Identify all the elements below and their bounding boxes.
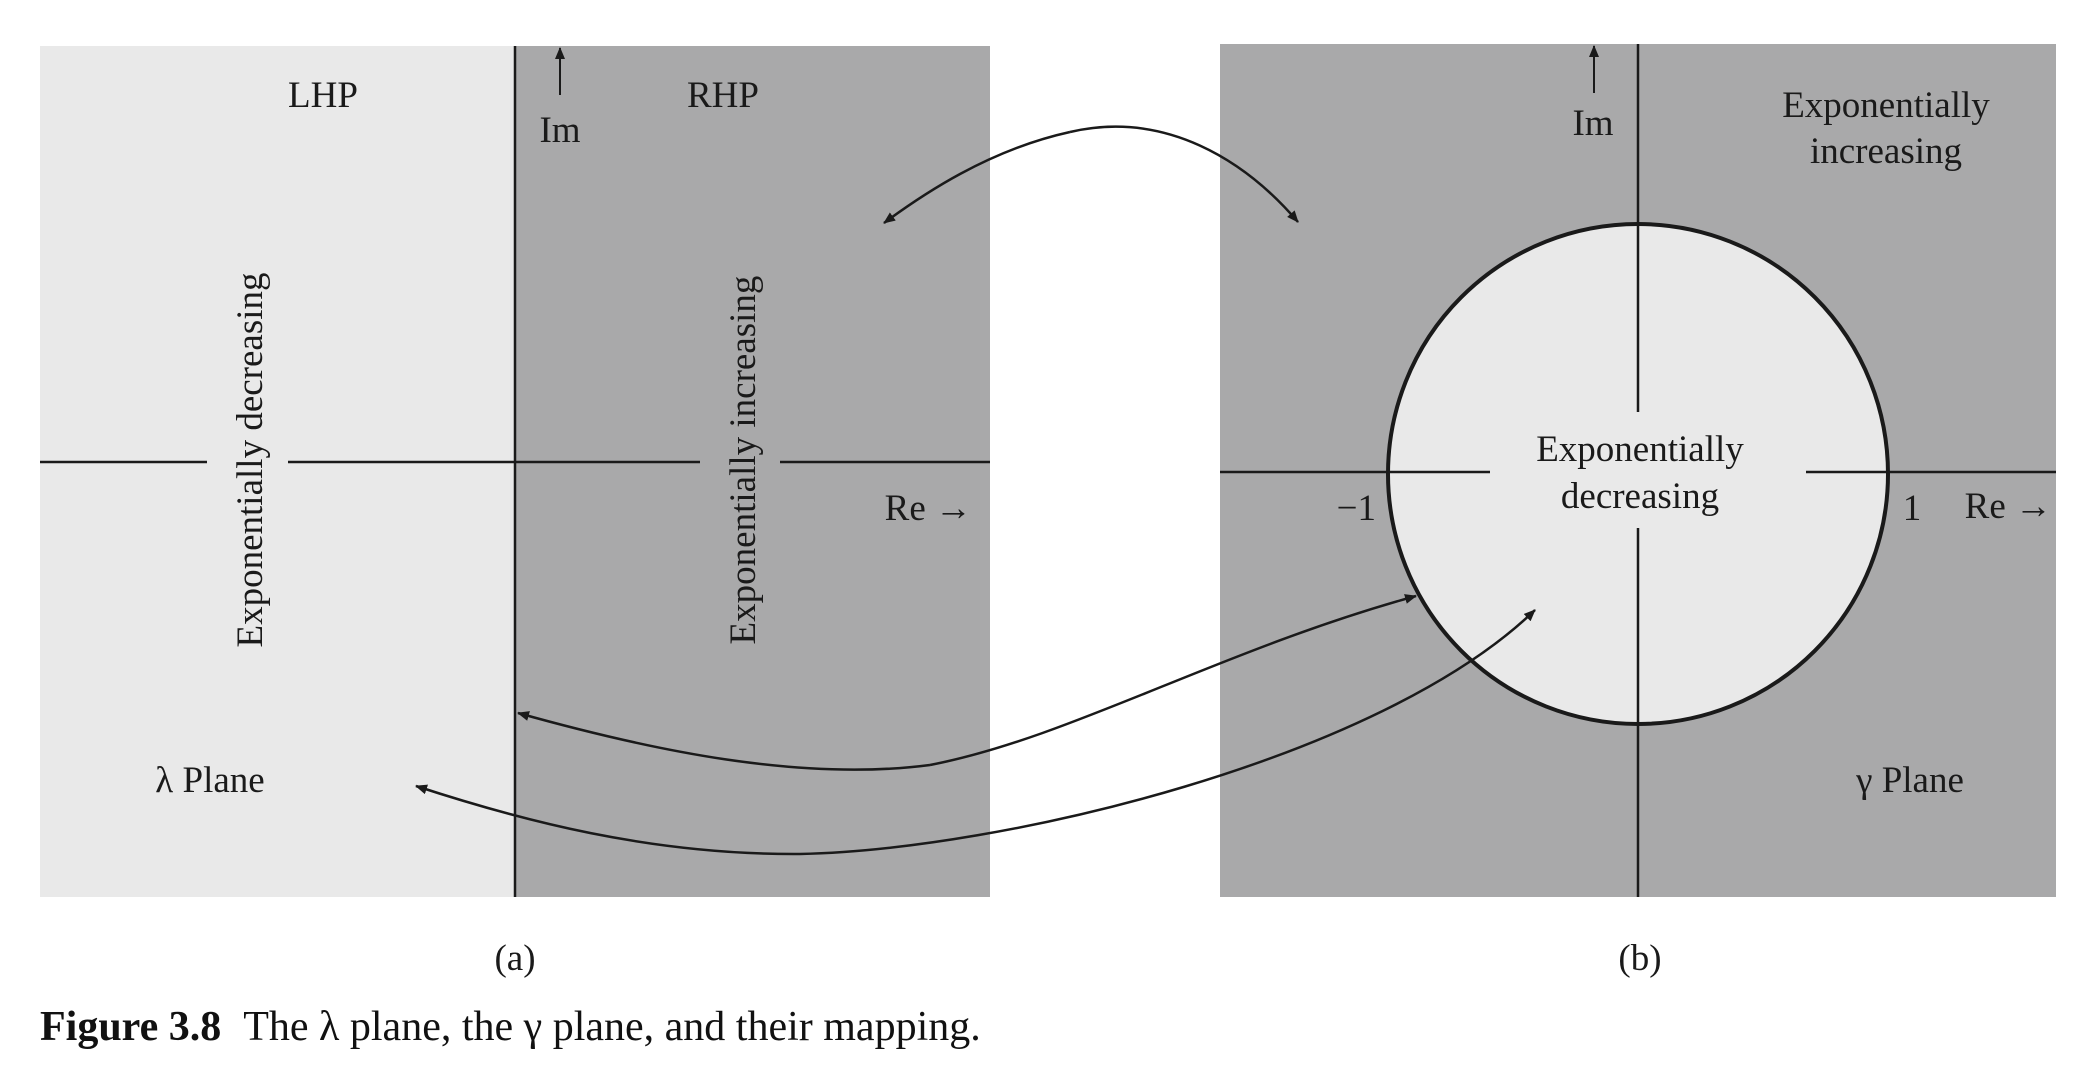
lhp-to-inside-arrow — [799, 609, 1536, 856]
inside-to-lhp-arrow — [415, 784, 801, 856]
rhp-region-label: Exponentially increasing — [723, 276, 764, 645]
gamma-inside-label-line2: decreasing — [1561, 476, 1719, 517]
lambda-re-label: Re → — [885, 488, 972, 529]
outside-to-rhp-arrow — [883, 130, 1071, 225]
rhp-to-outside-arrow — [1069, 125, 1299, 223]
gamma-plane-panel: Im Re → −1 1 Exponentially increasing Ex… — [1220, 44, 2056, 897]
panel-b-sublabel: (b) — [1618, 938, 1661, 979]
gamma-inside-label-line1: Exponentially — [1536, 429, 1744, 470]
minus-one-label: −1 — [1337, 488, 1376, 529]
circle-to-imaginary-axis-arrow — [517, 711, 931, 771]
lambda-plane-label: λ Plane — [155, 760, 264, 801]
lhp-region — [40, 46, 515, 897]
lambda-plane-panel: LHP RHP Im Re → Exponentially decreasing… — [40, 46, 990, 897]
gamma-outside-label-line1: Exponentially — [1782, 85, 1990, 126]
rhp-region — [515, 46, 990, 897]
rhp-label: RHP — [687, 75, 759, 116]
gamma-plane-label: γ Plane — [1855, 760, 1964, 801]
figure-caption-text: The λ plane, the γ plane, and their mapp… — [243, 1004, 981, 1050]
one-label: 1 — [1903, 488, 1922, 529]
figure-number: Figure 3.8 — [40, 1004, 222, 1050]
mapping-arrows — [415, 125, 1536, 856]
figure-caption: Figure 3.8 The λ plane, the γ plane, and … — [40, 1003, 981, 1051]
gamma-re-label: Re → — [1965, 486, 2052, 527]
lhp-label: LHP — [288, 75, 358, 116]
gamma-outside-label-line2: increasing — [1810, 131, 1962, 172]
imaginary-axis-to-circle-arrow — [929, 594, 1417, 767]
lhp-region-label: Exponentially decreasing — [230, 272, 271, 647]
lambda-im-label: Im — [539, 110, 580, 151]
gamma-im-label: Im — [1572, 103, 1613, 144]
panel-a-sublabel: (a) — [494, 938, 535, 979]
